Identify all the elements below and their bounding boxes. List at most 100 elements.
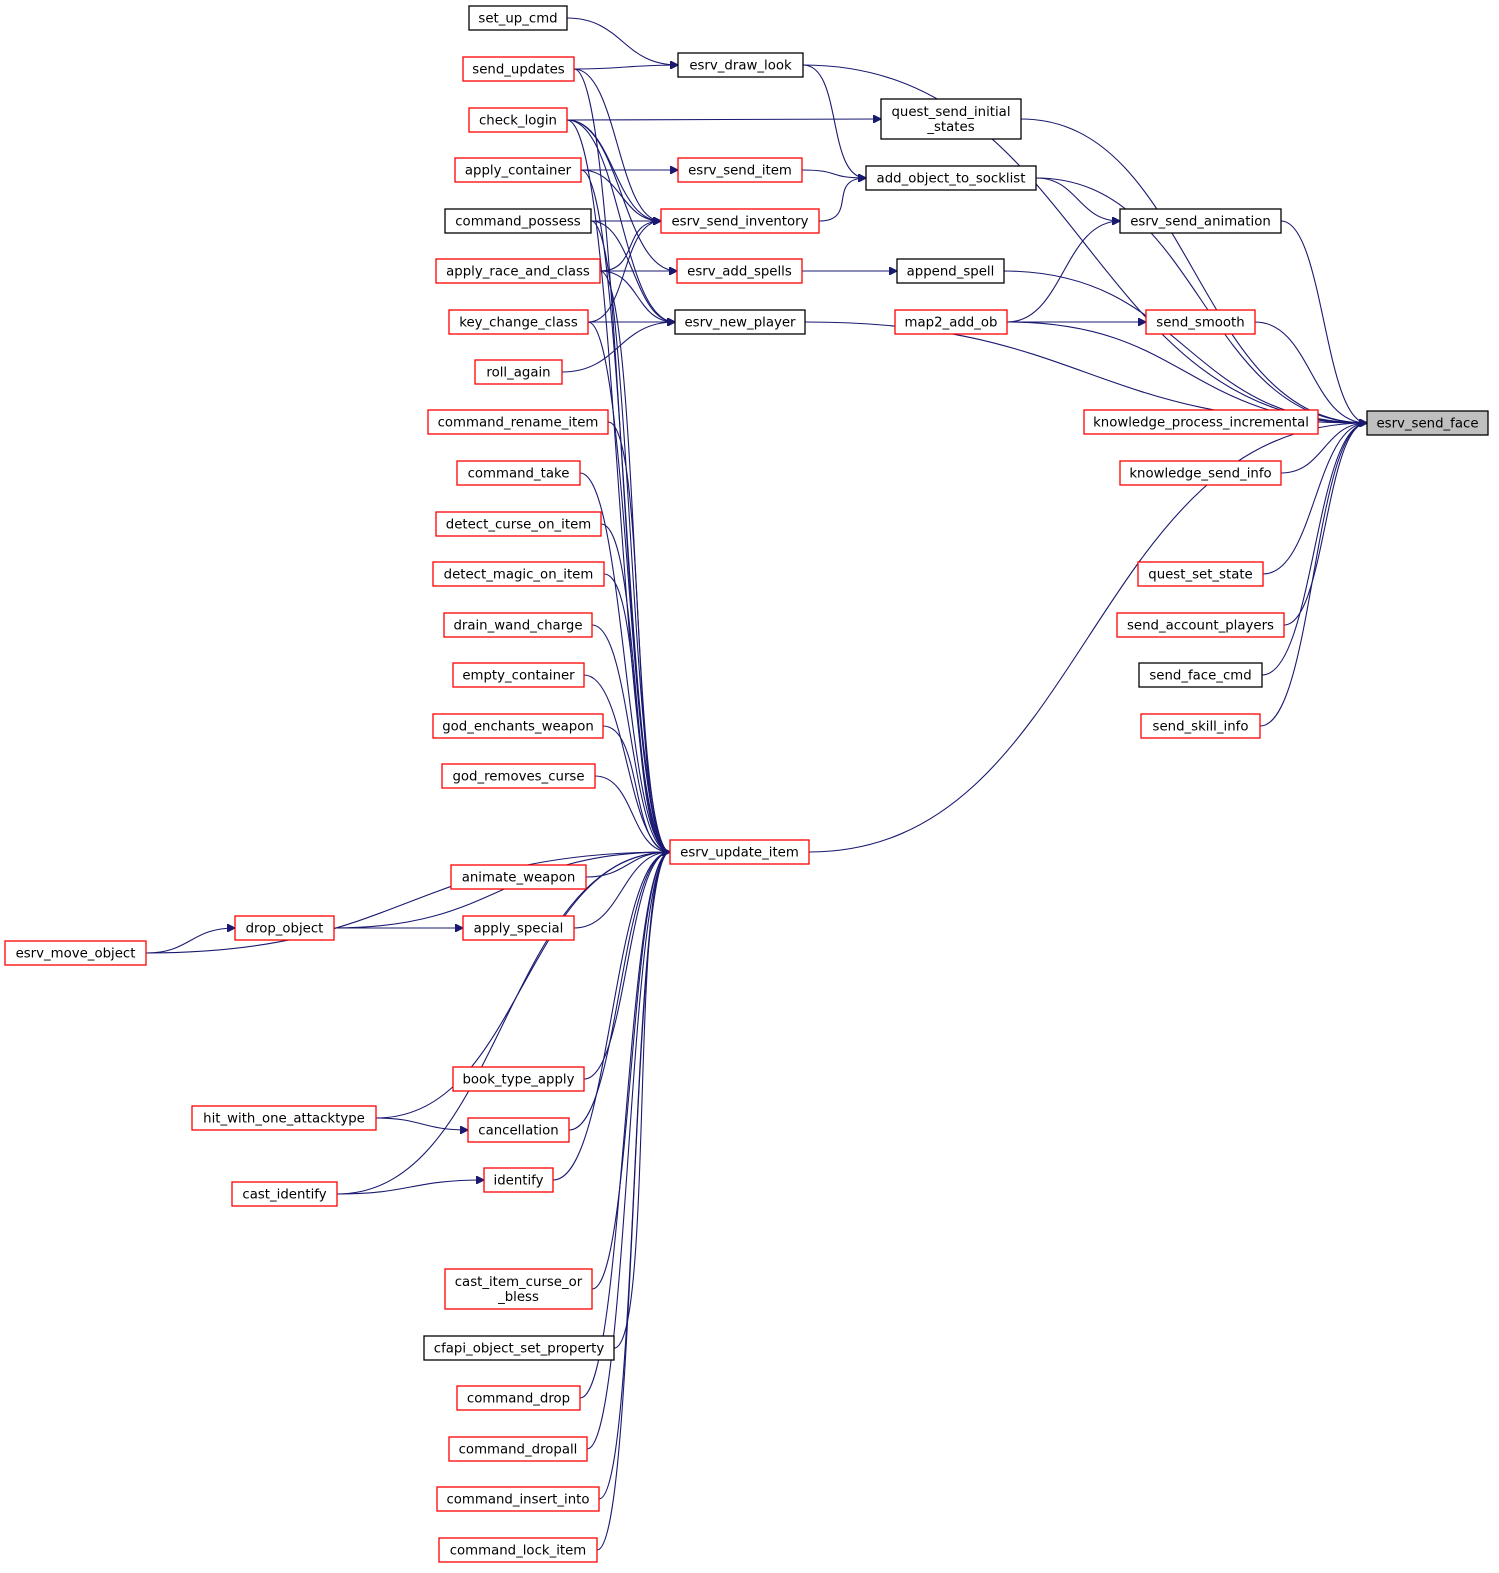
- edge-map2_add_ob-to-esrv_send_animation: [1006, 221, 1120, 323]
- node-knowledge-send-info[interactable]: knowledge_send_info: [1119, 460, 1282, 486]
- node-label: set_up_cmd: [478, 12, 557, 27]
- node-label: send_smooth: [1156, 316, 1244, 331]
- node-label: esrv_update_item: [680, 846, 799, 861]
- node-roll-again[interactable]: roll_again: [474, 359, 563, 385]
- node-send-face-cmd[interactable]: send_face_cmd: [1138, 662, 1263, 688]
- node-detect-magic-on-item[interactable]: detect_magic_on_item: [432, 561, 605, 587]
- node-esrv-send-animation[interactable]: esrv_send_animation: [1119, 208, 1282, 234]
- edge-esrv_send_item-to-add_object_to_socklist: [801, 169, 866, 178]
- node-label: esrv_send_inventory: [671, 215, 808, 230]
- edge-check_login-to-esrv_add_spells: [566, 119, 677, 271]
- node-label: animate_weapon: [462, 871, 576, 886]
- node-label: check_login: [479, 114, 557, 129]
- node-command-lock-item[interactable]: command_lock_item: [438, 1537, 598, 1563]
- edge-send_face_cmd-to-esrv_send_face: [1261, 423, 1367, 676]
- node-label: append_spell: [907, 265, 995, 280]
- node-label: esrv_move_object: [16, 947, 136, 962]
- edge-send_updates-to-esrv_draw_look: [573, 65, 678, 70]
- edge-command_take-to-esrv_update_item: [579, 472, 670, 852]
- node-check-login[interactable]: check_login: [468, 107, 568, 133]
- node-label: knowledge_send_info: [1129, 467, 1271, 482]
- node-cancellation[interactable]: cancellation: [467, 1117, 570, 1143]
- node-cfapi-object-set-property[interactable]: cfapi_object_set_property: [423, 1335, 615, 1361]
- edge-cast_identify-to-esrv_update_item: [336, 852, 670, 1195]
- node-animate-weapon[interactable]: animate_weapon: [450, 864, 587, 890]
- node-drain-wand-charge[interactable]: drain_wand_charge: [443, 612, 593, 638]
- node-god-removes-curse[interactable]: god_removes_curse: [441, 763, 596, 789]
- node-key-change-class[interactable]: key_change_class: [448, 309, 589, 335]
- node-send-account-players[interactable]: send_account_players: [1116, 612, 1285, 638]
- node-add-object-to-socklist[interactable]: add_object_to_socklist: [865, 165, 1037, 191]
- node-quest-set-state[interactable]: quest_set_state: [1137, 561, 1264, 587]
- node-label: hit_with_one_attacktype: [203, 1112, 365, 1127]
- node-empty-container[interactable]: empty_container: [452, 662, 585, 688]
- edge-apply_race_and_class-to-esrv_send_inventory: [599, 221, 661, 272]
- node-drop-object[interactable]: drop_object: [234, 915, 335, 941]
- edge-map2_add_ob-to-esrv_send_face: [1006, 321, 1367, 423]
- node-command-possess[interactable]: command_possess: [444, 208, 592, 234]
- edge-detect_magic_on_item-to-esrv_update_item: [603, 573, 670, 852]
- edge-send_updates-to-esrv_send_inventory: [573, 68, 661, 221]
- edge-apply_race_and_class-to-esrv_new_player: [599, 270, 675, 322]
- node-label: quest_set_state: [1148, 568, 1253, 583]
- node-esrv-update-item[interactable]: esrv_update_item: [669, 839, 810, 865]
- node-label: apply_container: [465, 164, 572, 179]
- node-esrv-send-face[interactable]: esrv_send_face: [1366, 410, 1489, 436]
- node-hit-with-one-attacktype[interactable]: hit_with_one_attacktype: [191, 1105, 377, 1131]
- node-label: esrv_new_player: [684, 316, 796, 331]
- call-nodes: esrv_send_face esrv_draw_look set_up_cmdse…: [4, 5, 1489, 1563]
- node-label: command_take: [468, 467, 570, 482]
- edge-command_possess-to-esrv_new_player: [590, 220, 675, 322]
- node-identify[interactable]: identify: [483, 1167, 554, 1193]
- node-knowledge-process-incremental[interactable]: knowledge_process_incremental: [1083, 409, 1319, 435]
- node-cast-identify[interactable]: cast_identify: [231, 1181, 338, 1207]
- node-label: god_enchants_weapon: [442, 720, 594, 735]
- node-label: identify: [494, 1174, 544, 1189]
- node-detect-curse-on-item[interactable]: detect_curse_on_item: [435, 511, 602, 537]
- edge-esrv_move_object-to-drop_object: [145, 928, 235, 954]
- node-send-skill-info[interactable]: send_skill_info: [1140, 713, 1261, 739]
- node-label: knowledge_process_incremental: [1093, 416, 1309, 431]
- node-command-take[interactable]: command_take: [456, 460, 581, 486]
- node-set-up-cmd[interactable]: set_up_cmd: [468, 5, 568, 31]
- node-label: drop_object: [246, 922, 324, 937]
- edge-esrv_move_object-to-esrv_update_item: [145, 852, 670, 954]
- node-label: detect_magic_on_item: [444, 568, 594, 583]
- node-label: send_face_cmd: [1149, 669, 1251, 684]
- node-esrv-send-inventory[interactable]: esrv_send_inventory: [660, 208, 820, 234]
- node-esrv-move-object[interactable]: esrv_move_object: [4, 940, 147, 966]
- node-command-rename-item[interactable]: command_rename_item: [427, 409, 609, 435]
- node-label: esrv_add_spells: [687, 265, 792, 280]
- node-god-enchants-weapon[interactable]: god_enchants_weapon: [432, 713, 604, 739]
- edge-cancellation-to-esrv_update_item: [568, 852, 670, 1131]
- node-command-drop[interactable]: command_drop: [456, 1385, 581, 1411]
- node-label: cast_item_curse_or: [455, 1275, 583, 1290]
- node-label: esrv_draw_look: [689, 59, 792, 74]
- node-map2-add-ob[interactable]: map2_add_ob: [894, 309, 1008, 335]
- node-esrv-send-item[interactable]: esrv_send_item: [677, 157, 803, 183]
- node-esrv-new-player[interactable]: esrv_new_player: [674, 309, 806, 335]
- node-esrv-draw-look[interactable]: esrv_draw_look: [677, 52, 804, 78]
- edge-set_up_cmd-to-esrv_draw_look: [566, 17, 678, 65]
- edge-send_account_players-to-esrv_send_face: [1283, 423, 1367, 626]
- node-label: command_insert_into: [446, 1493, 589, 1508]
- node-command-dropall[interactable]: command_dropall: [448, 1436, 588, 1462]
- node-send-updates[interactable]: send_updates: [462, 56, 575, 82]
- node-cast-item-curse-or-bless[interactable]: cast_item_curse_or_bless: [444, 1268, 593, 1310]
- edge-quest_send_initial_states-to-esrv_send_face: [1020, 118, 1367, 423]
- node-quest-send-initial-states[interactable]: quest_send_initial_states: [880, 98, 1022, 140]
- node-apply-container[interactable]: apply_container: [454, 157, 582, 183]
- edge-check_login-to-esrv_update_item: [566, 119, 670, 852]
- node-apply-special[interactable]: apply_special: [462, 915, 575, 941]
- node-esrv-add-spells[interactable]: esrv_add_spells: [676, 258, 803, 284]
- edge-cfapi_object_set_property-to-esrv_update_item: [613, 852, 670, 1349]
- node-book-type-apply[interactable]: book_type_apply: [452, 1066, 585, 1092]
- node-command-insert-into[interactable]: command_insert_into: [436, 1486, 600, 1512]
- node-send-smooth[interactable]: send_smooth: [1145, 309, 1256, 335]
- call-edges: [145, 17, 1367, 1551]
- edge-god_enchants_weapon-to-esrv_update_item: [602, 725, 670, 852]
- edge-esrv_update_item-to-esrv_send_face: [808, 423, 1367, 853]
- edge-apply_special-to-esrv_update_item: [573, 852, 670, 929]
- node-append-spell[interactable]: append_spell: [896, 258, 1005, 284]
- node-apply-race-and-class[interactable]: apply_race_and_class: [435, 258, 601, 284]
